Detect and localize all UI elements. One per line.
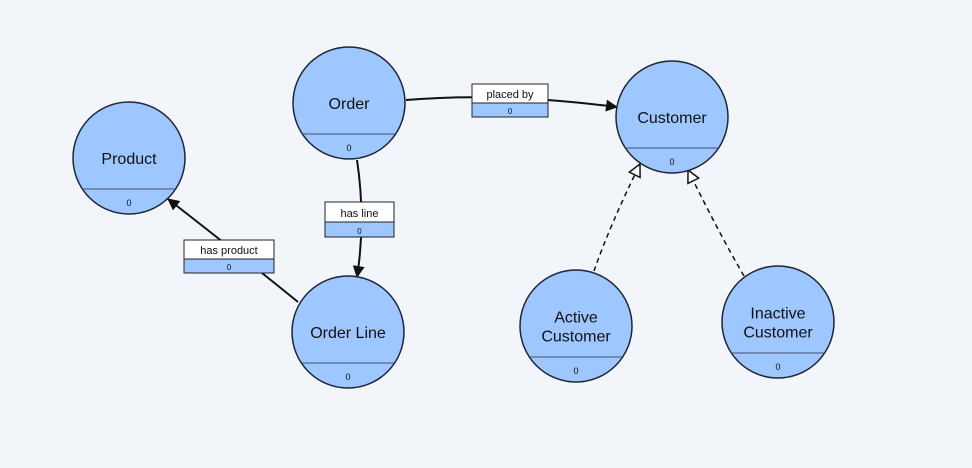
- node-count: 0: [669, 157, 674, 167]
- node-title: Product: [101, 151, 157, 168]
- node-circle: [291, 275, 405, 389]
- edge-label-text: has line: [341, 208, 379, 220]
- node-circle: [519, 269, 633, 383]
- node-count: 0: [573, 366, 578, 376]
- edge-count-box: [471, 102, 549, 118]
- node-title: Active: [554, 310, 598, 327]
- edge-active-customer-is-a[interactable]: [593, 164, 640, 272]
- node-customer[interactable]: Customer 0: [615, 60, 729, 174]
- node-circle: [615, 60, 729, 174]
- node-product[interactable]: Product 0: [72, 101, 186, 215]
- edge-label-placed-by[interactable]: placed by 0: [471, 83, 549, 118]
- node-count: 0: [775, 362, 780, 372]
- node-circle: [292, 46, 406, 160]
- node-order-line[interactable]: Order Line 0: [291, 275, 405, 389]
- edge-count: 0: [357, 227, 362, 236]
- node-title: Order Line: [310, 325, 386, 342]
- node-order[interactable]: Order 0: [292, 46, 406, 160]
- node-title: Customer: [637, 110, 707, 127]
- node-circle: [721, 265, 835, 379]
- node-title: Inactive: [750, 306, 805, 323]
- edge-label-text: has product: [200, 245, 257, 257]
- node-title: Customer: [541, 329, 611, 346]
- node-count: 0: [126, 198, 131, 208]
- node-count: 0: [345, 372, 350, 382]
- edge-inactive-customer-is-a[interactable]: [688, 170, 745, 277]
- edge-label-has-product[interactable]: has product 0: [183, 239, 275, 274]
- edge-label-has-line[interactable]: has line 0: [324, 201, 395, 238]
- edge-labels-layer: placed by 0 has line 0 has product 0: [183, 83, 549, 274]
- edge-count-box: [324, 221, 395, 238]
- node-title: Customer: [743, 325, 813, 342]
- edge-count: 0: [508, 107, 513, 116]
- edge-count-box: [183, 258, 275, 274]
- node-count: 0: [346, 143, 351, 153]
- edge-count: 0: [227, 263, 232, 272]
- edge-label-text: placed by: [486, 89, 534, 101]
- node-circle: [72, 101, 186, 215]
- node-title: Order: [329, 96, 371, 113]
